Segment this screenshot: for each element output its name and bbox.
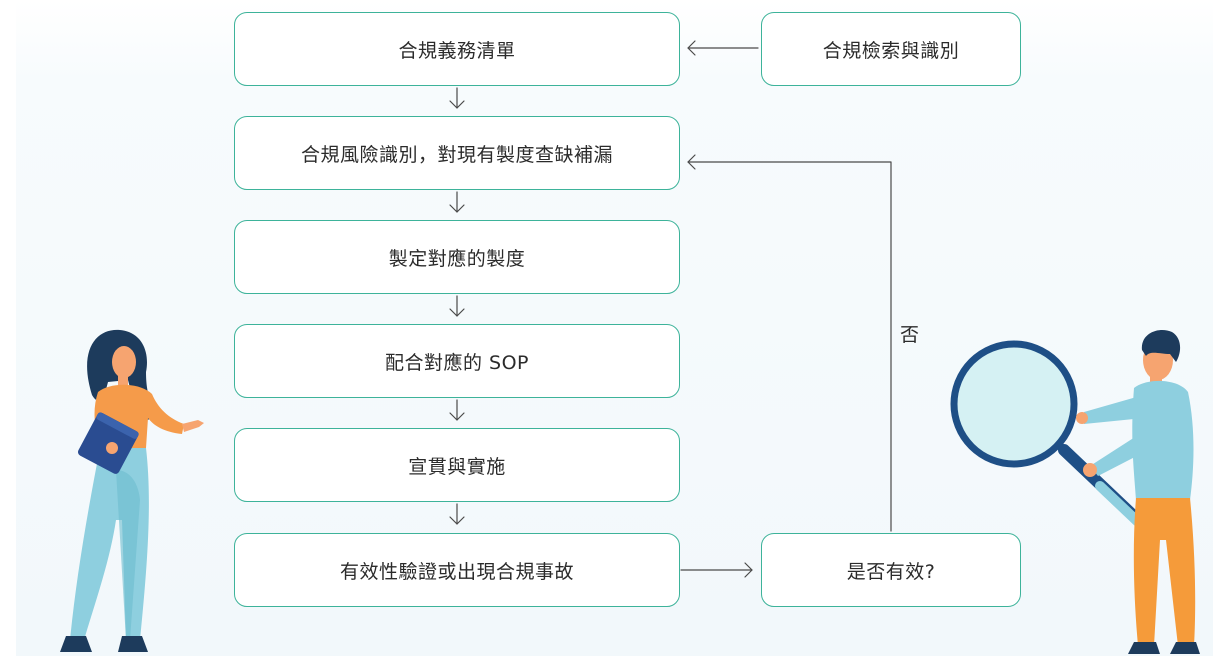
step-box-1: 合規義務清單	[234, 12, 680, 86]
man-shirt	[1132, 380, 1194, 500]
man-hair	[1141, 330, 1181, 362]
step-box-5: 宣貫與實施	[234, 428, 680, 502]
arrow-down-5	[449, 503, 465, 525]
arrow-down-4	[449, 399, 465, 421]
decision-box: 是否有效?	[761, 533, 1021, 607]
source-box: 合規檢索與識別	[761, 12, 1021, 86]
step-box-6: 有效性驗證或出現合規事故	[234, 533, 680, 607]
arrow-down-3	[449, 295, 465, 317]
no-label: 否	[900, 324, 920, 346]
man-pants	[1133, 498, 1196, 646]
woman-shoe-left	[60, 636, 92, 652]
step-box-3: 製定對應的製度	[234, 220, 680, 294]
arrow-feedback-loop	[687, 154, 892, 532]
woman-shoe-right	[118, 636, 148, 652]
magnifier-icon	[950, 340, 1148, 530]
man-shoe-left	[1128, 642, 1160, 654]
arrow-left-source	[687, 40, 759, 56]
arrow-down-2	[449, 191, 465, 213]
arrow-right-decision	[680, 562, 753, 578]
woman-face	[112, 346, 136, 378]
folder-icon	[78, 412, 139, 474]
man-shoe-right	[1170, 642, 1200, 654]
step-box-2: 合規風險識別，對現有製度查缺補漏	[234, 116, 680, 190]
arrow-down-1	[449, 87, 465, 109]
step-box-4: 配合對應的 SOP	[234, 324, 680, 398]
